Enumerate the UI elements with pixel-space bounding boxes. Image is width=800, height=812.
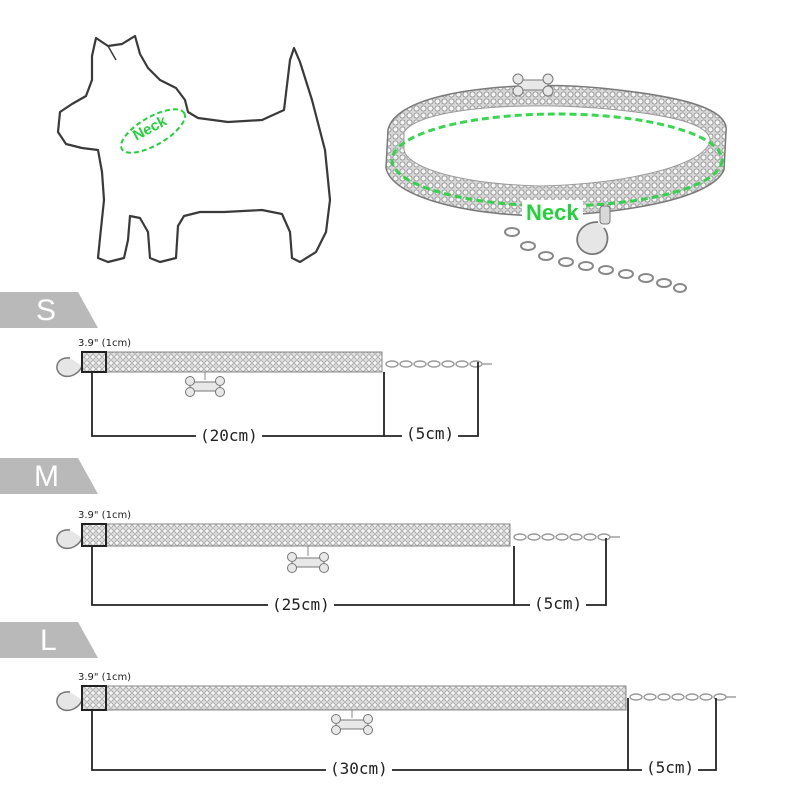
thickness-label: 3.9" (1cm) [78, 672, 132, 683]
extension-chain [629, 693, 736, 701]
extension-chain [385, 360, 492, 368]
collar-band [81, 685, 627, 711]
extension-label: (5cm) [402, 424, 459, 444]
dog-silhouette [56, 34, 332, 264]
collar-neck-label: Neck [522, 200, 583, 226]
length-label: (25cm) [268, 595, 334, 615]
bone-charm [185, 372, 225, 397]
extension-label: (5cm) [530, 594, 587, 614]
size-tab-s: S [0, 288, 100, 334]
clasp [56, 357, 83, 378]
bone-charm [331, 710, 373, 735]
dog-ear-line [107, 45, 117, 61]
thickness-label: 3.9" (1cm) [78, 338, 132, 349]
extension-chain [513, 533, 620, 541]
thickness-marker [81, 523, 107, 547]
size-tab-l: L [0, 618, 100, 664]
length-label: (30cm) [326, 759, 392, 779]
thickness-label: 3.9" (1cm) [78, 510, 132, 521]
extension-label: (5cm) [642, 758, 699, 778]
collar-bone-charm [512, 73, 554, 97]
dog-neck-band [120, 108, 186, 154]
length-label: (20cm) [196, 426, 262, 446]
collar-extension-chain [504, 227, 687, 293]
size-letter: L [40, 624, 57, 657]
clasp [56, 691, 83, 712]
size-letter: M [34, 460, 59, 493]
collar-lobster-clasp [576, 205, 611, 255]
thickness-marker [81, 351, 107, 373]
bone-charm [287, 546, 329, 573]
clasp [56, 529, 83, 550]
size-letter: S [36, 294, 57, 327]
thickness-marker [81, 685, 107, 711]
size-tab-m: M [0, 454, 100, 500]
